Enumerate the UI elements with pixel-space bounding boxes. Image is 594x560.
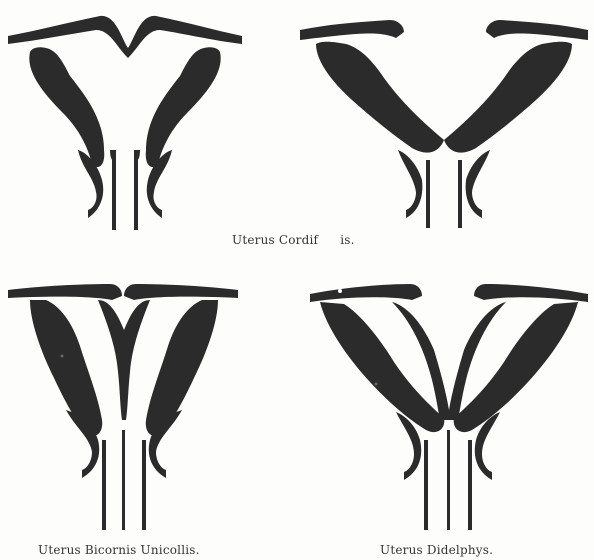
- caption-uterus-cordiformis-text: Uterus Cordif: [232, 233, 318, 247]
- uterus-diagram-top-left: [8, 16, 242, 230]
- uterus-diagram-bottom-right: [310, 284, 588, 530]
- caption-uterus-didelphys: Uterus Didelphys.: [380, 543, 493, 557]
- caption-uterus-bicornis-unicollis: Uterus Bicornis Unicollis.: [38, 543, 200, 557]
- uterus-diagram-bottom-left: [8, 284, 238, 530]
- caption-uterus-cordiformis: Uterus Cordif is.: [232, 233, 355, 247]
- uterus-diagram-top-right: [300, 20, 588, 228]
- caption-uterus-cordiformis-tail: is.: [340, 233, 354, 247]
